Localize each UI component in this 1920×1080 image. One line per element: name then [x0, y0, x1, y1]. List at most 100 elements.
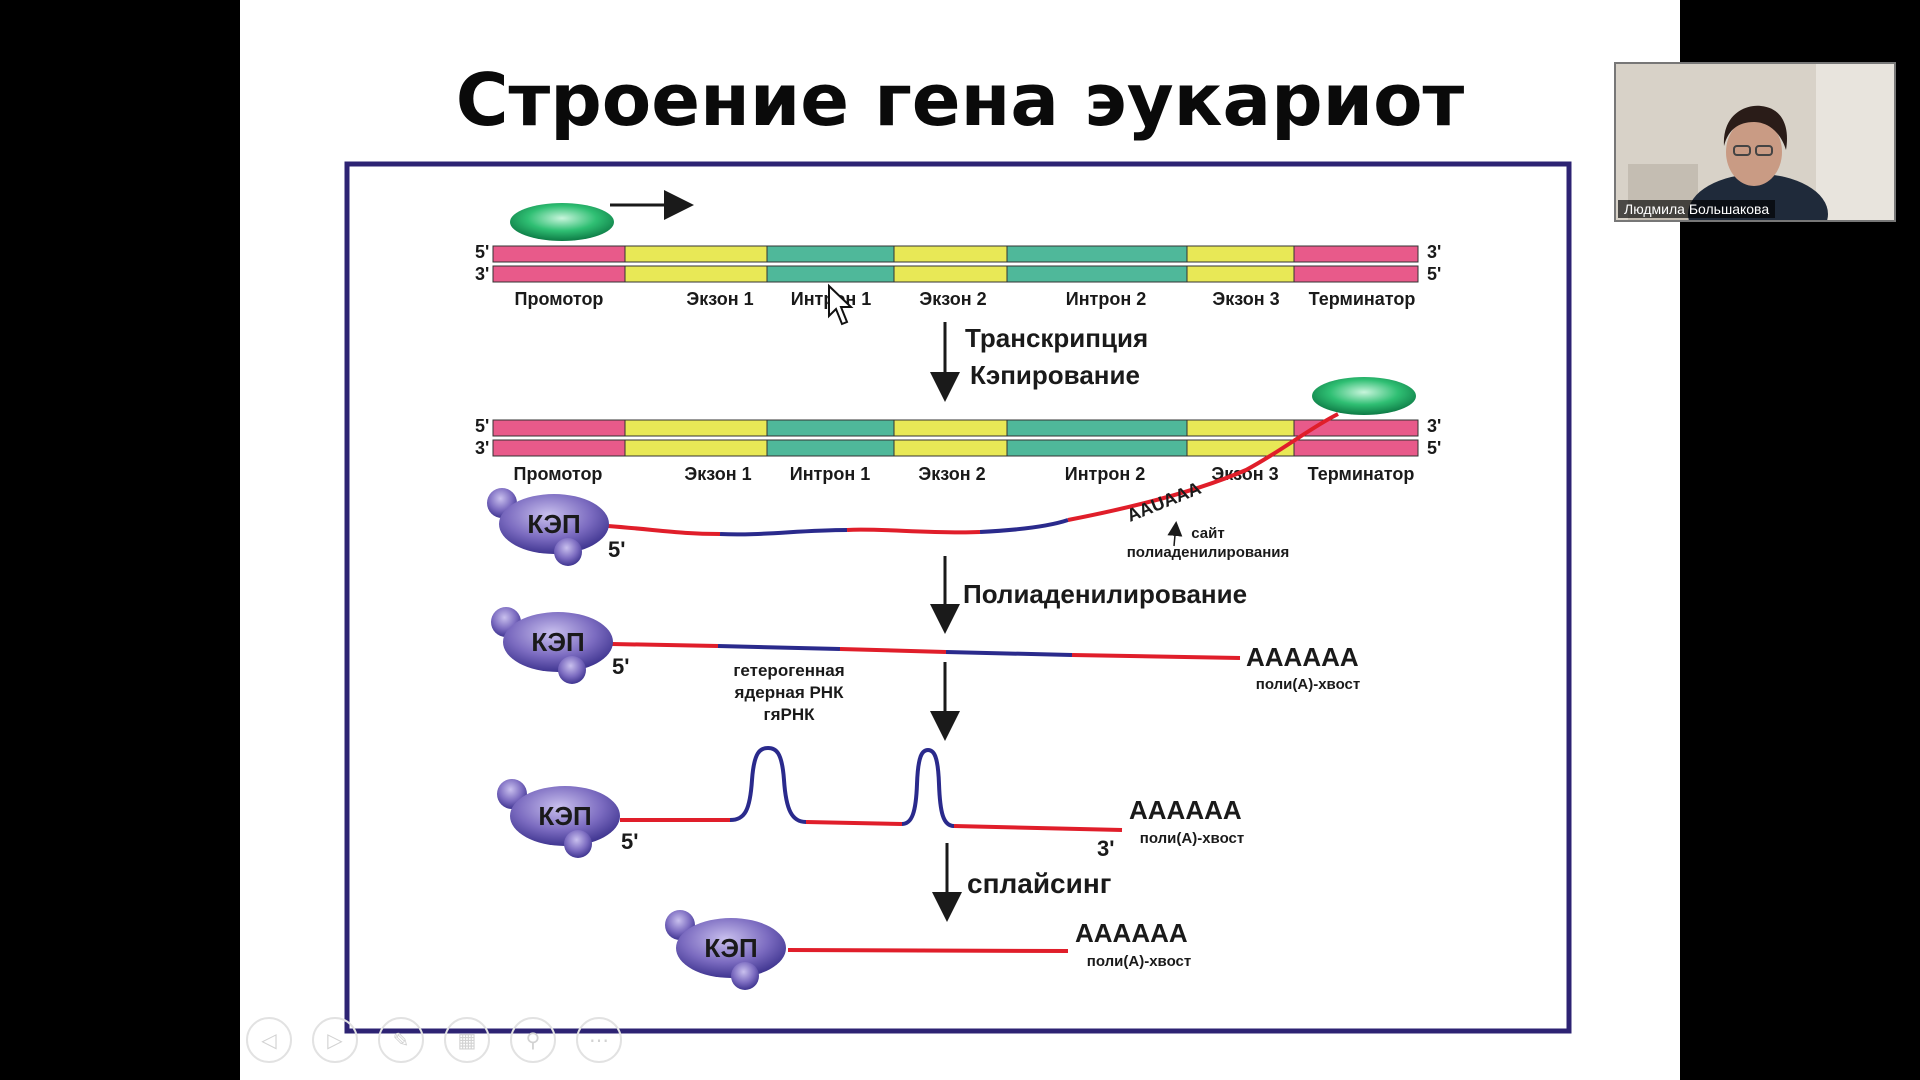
dna-segment-intron-2 [1006, 265, 1188, 283]
zoom-icon: ⚲ [525, 1029, 541, 1052]
site-label: сайт [1191, 525, 1224, 542]
dna-strand-top-2 [492, 419, 1419, 437]
rna-polymerase [510, 203, 614, 241]
end-3-bottom-1: 3' [475, 264, 489, 284]
dna-segment-intron-2 [1006, 419, 1188, 437]
cap-2: КЭП [491, 607, 613, 684]
next-icon: ▷ [327, 1029, 343, 1052]
site-label-2: полиаденилирования [1127, 544, 1290, 561]
polya-tail-2: поли(А)-хвост [1256, 676, 1360, 693]
more-button[interactable]: ⋯ [576, 1017, 622, 1063]
slide: Строение гена эукариот 5' 3' 3' [240, 0, 1680, 1080]
cap-1: КЭП [487, 488, 609, 566]
dna-segment-exon-1 [624, 245, 768, 263]
dna-segment-intron-1 [766, 439, 895, 457]
dna-segment-terminator [1293, 439, 1419, 457]
zoom-button[interactable]: ⚲ [510, 1017, 556, 1063]
dna-strand-bottom-2 [492, 439, 1419, 457]
pen-button[interactable]: ✎ [378, 1017, 424, 1063]
next-slide-button[interactable]: ▷ [312, 1017, 358, 1063]
cap-label: КЭП [531, 627, 584, 657]
dna-segment-promoter [492, 245, 626, 263]
rna-polymerase-end [1312, 377, 1416, 415]
label-terminator: Терминатор [1309, 289, 1416, 309]
dna-segment-intron-1 [766, 245, 895, 263]
dna-segment-terminator [1293, 245, 1419, 263]
end-5-bottom-2: 5' [1427, 438, 1441, 458]
end-5-top-1: 5' [475, 242, 489, 262]
label-exon-2: Экзон 2 [918, 464, 985, 484]
slides-icon: ▦ [457, 1029, 477, 1052]
step-polyadenylation: Полиаденилирование [963, 579, 1247, 609]
dna-segment-exon-3 [1186, 245, 1295, 263]
dna-segment-intron-2 [1006, 439, 1188, 457]
hnrna-label-2: ядерная РНК [734, 683, 845, 702]
site-pointer-arrow [1167, 521, 1183, 547]
hn-rna [611, 642, 1241, 660]
rna-end-5-3: 5' [621, 829, 638, 854]
label-exon-1: Экзон 1 [686, 289, 753, 309]
dna-segment-terminator [1293, 419, 1419, 437]
slides-button[interactable]: ▦ [444, 1017, 490, 1063]
label-promoter: Промотор [515, 289, 604, 309]
dna-strand-top-1 [492, 245, 1419, 263]
participant-name: Людмила Большакова [1618, 200, 1776, 218]
prev-slide-button[interactable]: ◁ [246, 1017, 292, 1063]
polya-tail-3: поли(А)-хвост [1140, 830, 1244, 847]
cap-label: КЭП [538, 801, 591, 831]
polya-4: AAAAAA [1075, 918, 1188, 948]
dna-segment-promoter [492, 439, 626, 457]
label-terminator: Терминатор [1308, 464, 1415, 484]
dna-segment-exon-2 [893, 245, 1008, 263]
cap-label: КЭП [527, 509, 580, 539]
end-5-bottom-1: 5' [1427, 264, 1441, 284]
label-intron-2: Интрон 2 [1065, 464, 1146, 484]
step-splicing: сплайсинг [967, 868, 1111, 899]
dna-segment-exon-2 [893, 419, 1008, 437]
end-3-top-1: 3' [1427, 242, 1441, 262]
cap-4: КЭП [665, 910, 786, 990]
rna-end-5-1: 5' [608, 537, 625, 562]
step-transcription: Транскрипция [965, 323, 1148, 353]
slide-title: Строение гена эукариот [455, 58, 1465, 142]
diagram-frame [344, 161, 1572, 1034]
dna-segment-exon-3 [1186, 439, 1295, 457]
dna-segment-exon-3 [1186, 265, 1295, 283]
dna-segment-terminator [1293, 265, 1419, 283]
hnrna-label-3: гяРНК [764, 705, 816, 724]
participant-video-tile[interactable]: Людмила Большакова [1614, 62, 1896, 222]
pen-icon: ✎ [392, 1029, 410, 1052]
end-3-top-2: 3' [1427, 416, 1441, 436]
dna-segment-intron-1 [766, 419, 895, 437]
nascent-rna [607, 412, 1339, 537]
dna-segment-intron-2 [1006, 245, 1188, 263]
label-exon-3: Экзон 3 [1212, 289, 1279, 309]
rna-end-3-3: 3' [1097, 836, 1114, 861]
segment-labels-1: Промотор Экзон 1 Интрон 1 Экзон 2 Интрон… [515, 289, 1416, 309]
dna-segment-exon-1 [624, 439, 768, 457]
dna-segment-exon-1 [624, 265, 768, 283]
dna-segment-intron-1 [766, 265, 895, 283]
end-5-top-2: 5' [475, 416, 489, 436]
gene-structure-diagram: 5' 3' 3' 5' Промотор Экзон 1 Интрон 1 Эк… [344, 161, 1572, 1034]
spliced-loops-rna [620, 745, 1123, 832]
dna-segment-exon-3 [1186, 419, 1295, 437]
label-exon-2: Экзон 2 [919, 289, 986, 309]
rna-end-5-2: 5' [612, 654, 629, 679]
mouse-cursor-icon [828, 283, 854, 326]
cap-label: КЭП [704, 933, 757, 963]
cap-3: КЭП [497, 779, 620, 858]
dna-segment-exon-2 [893, 265, 1008, 283]
dna-strand-bottom-1 [492, 265, 1419, 283]
hnrna-label-1: гетерогенная [733, 661, 844, 680]
dna-segment-promoter [492, 265, 626, 283]
label-intron-2: Интрон 2 [1066, 289, 1147, 309]
end-3-bottom-2: 3' [475, 438, 489, 458]
dna-segment-exon-2 [893, 439, 1008, 457]
more-icon: ⋯ [589, 1029, 609, 1052]
polya-3: AAAAAA [1129, 795, 1242, 825]
label-intron-1: Интрон 1 [790, 464, 871, 484]
participant-avatar [1616, 64, 1894, 220]
slideshow-toolbar: ◁ ▷ ✎ ▦ ⚲ ⋯ [246, 1017, 622, 1063]
label-promoter: Промотор [514, 464, 603, 484]
